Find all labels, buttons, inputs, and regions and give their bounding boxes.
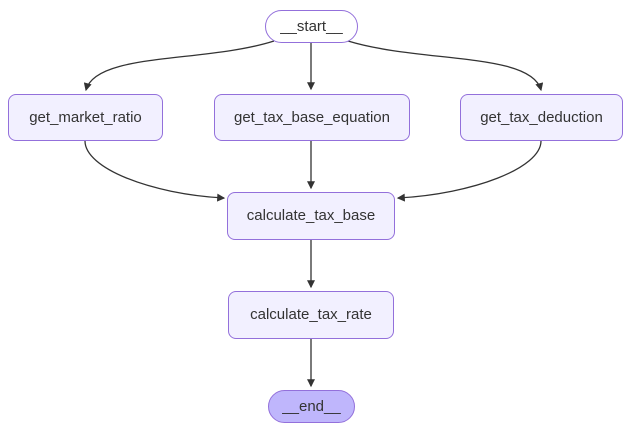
node-get-market-ratio: get_market_ratio xyxy=(8,94,163,141)
node-end-label: __end__ xyxy=(282,397,341,415)
node-get-tax-base-equation: get_tax_base_equation xyxy=(214,94,410,141)
node-start: __start__ xyxy=(265,10,358,43)
node-start-label: __start__ xyxy=(280,17,343,35)
node-calculate-tax-base-label: calculate_tax_base xyxy=(246,207,376,224)
node-end: __end__ xyxy=(268,390,355,423)
edge-start-to-get-tax-deduction xyxy=(347,40,544,92)
edge-get-market-ratio-to-calculate-tax-base xyxy=(84,140,226,202)
node-get-tax-deduction: get_tax_deduction xyxy=(460,94,623,141)
node-get-tax-deduction-label: get_tax_deduction xyxy=(480,108,603,126)
node-get-tax-base-equation-label: get_tax_base_equation xyxy=(234,108,390,126)
node-calculate-tax-base: calculate_tax_base xyxy=(227,192,395,240)
edge-start-to-get-market-ratio xyxy=(83,40,275,92)
node-calculate-tax-rate: calculate_tax_rate xyxy=(228,291,394,339)
node-calculate-tax-rate-label: calculate_tax_rate xyxy=(250,306,372,323)
node-get-market-ratio-label: get_market_ratio xyxy=(29,108,142,126)
edge-get-tax-deduction-to-calculate-tax-base xyxy=(396,140,542,202)
